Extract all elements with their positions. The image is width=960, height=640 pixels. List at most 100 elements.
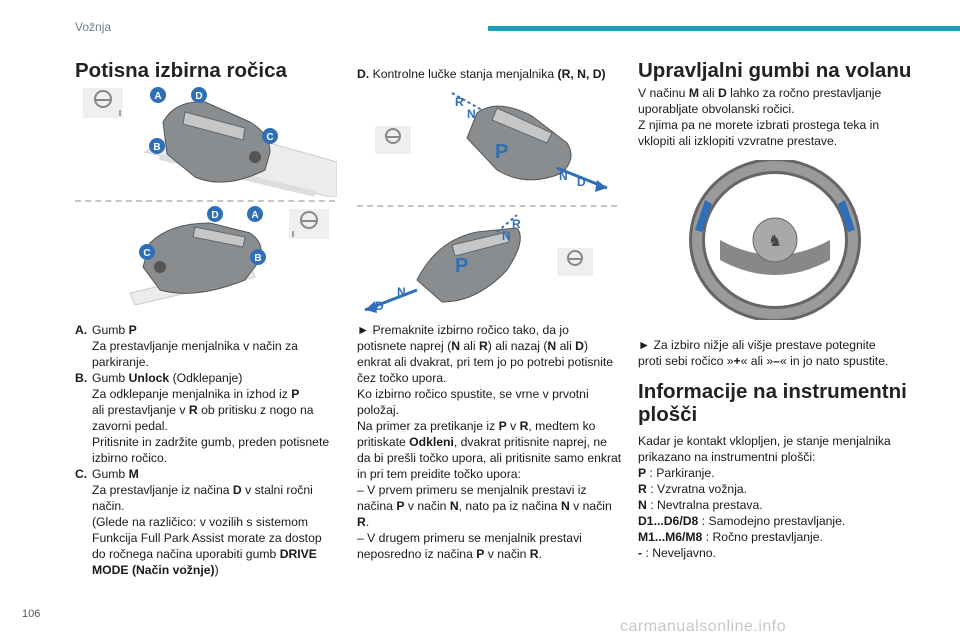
text-run: Funkcija Full Park Assist morate za dost… <box>92 531 322 545</box>
legend-item-d: D. Kontrolne lučke stanja menjalnika (R,… <box>357 66 627 82</box>
text-run: proti sebi ročico » <box>638 354 734 368</box>
text-line: potisnete naprej (N ali R) ali nazaj (N … <box>357 338 632 354</box>
text-line: - : Neveljavno. <box>638 545 928 561</box>
text-run: : Ročno prestavljanje. <box>702 530 823 544</box>
text-run: ) <box>214 563 219 577</box>
running-header: Vožnja <box>75 20 112 34</box>
text-run: ob pritisku z nogo na <box>197 403 314 417</box>
text-run: izbirno ročico. <box>92 451 168 465</box>
text-run: « ali » <box>740 354 774 368</box>
steering-wheel-pictogram-icon <box>375 126 411 154</box>
text-run: parkiranje. <box>92 355 149 369</box>
text-line: načina P v način N, nato pa iz načina N … <box>357 498 632 514</box>
text-run: ali prestavljanje v <box>92 403 189 417</box>
text-run: (Glede na različico: v vozilih s sistemo… <box>92 515 309 529</box>
bold-run: R <box>529 547 539 561</box>
legend-letter: C. <box>75 467 88 481</box>
text-line: Kadar je kontakt vklopljen, je stanje me… <box>638 433 928 449</box>
text-run: v način <box>484 547 530 561</box>
bold-run: P <box>498 419 507 433</box>
text-run: zavorni pedal. <box>92 419 168 433</box>
text-run: ali <box>698 86 718 100</box>
gear-glyph: R <box>512 217 521 231</box>
text-line: V načinu M ali D lahko za ročno prestavl… <box>638 85 928 101</box>
text-run: Za prestavljanje menjalnika v način za <box>92 339 298 353</box>
bold-run: - <box>638 546 643 560</box>
bold-run: N <box>547 339 557 353</box>
text-line: in pri tem preidite točko upora: <box>357 466 632 482</box>
title-line: plošči <box>638 402 698 426</box>
text-line: pritiskate Odkleni, dvakrat pritisnite n… <box>357 434 632 450</box>
gear-glyph: N <box>467 107 476 121</box>
text-line: Za prestavljanje iz načina D v stalni ro… <box>92 482 340 498</box>
bold-run: Odkleni <box>409 435 454 449</box>
bold-run: R <box>519 419 529 433</box>
text-line: čez točko upora. <box>357 370 632 386</box>
legend-letter: B. <box>75 371 88 385</box>
legend-letter: A. <box>75 323 88 337</box>
figure-divider <box>357 205 617 207</box>
text-line: način. <box>92 498 340 514</box>
text-run: ) ali nazaj ( <box>487 339 548 353</box>
text-line: Gumb Unlock (Odklepanje) <box>92 370 340 386</box>
gear-glyph: N <box>559 169 568 183</box>
badge-label: A <box>154 91 161 102</box>
text-run: do ročnega načina uporabiti gumb <box>92 547 280 561</box>
text-line: izbirno ročico. <box>92 450 340 466</box>
text-run: vklopiti ali izklopiti vzvratne prestave… <box>638 134 838 148</box>
text-line: – V drugem primeru se menjalnik prestavi <box>357 530 632 546</box>
page-number: 106 <box>22 608 41 620</box>
text-line: Funkcija Full Park Assist morate za dost… <box>92 530 340 546</box>
text-line: zavorni pedal. <box>92 418 340 434</box>
text-line: Za prestavljanje menjalnika v način za <box>92 338 340 354</box>
bold-run: N <box>560 499 570 513</box>
text-line: Na primer za pretikanje iz P v R, medtem… <box>357 418 632 434</box>
text-run: ► Premaknite izbirno ročico tako, da jo <box>357 323 569 337</box>
text-run: lahko za ročno prestavljanje <box>726 86 882 100</box>
text-run: Gumb <box>92 323 129 337</box>
bold-run: D <box>575 339 584 353</box>
text-run: Gumb <box>92 467 129 481</box>
bold-run: – <box>773 354 780 368</box>
steering-wheel-pictogram-icon <box>289 209 329 239</box>
gear-glyph: D <box>577 175 586 189</box>
text-line: MODE (Način vožnje)) <box>92 562 340 578</box>
text-line: do ročnega načina uporabiti gumb DRIVE <box>92 546 340 562</box>
text-run: v način <box>404 499 450 513</box>
legend-d-text: D. Kontrolne lučke stanja menjalnika (R,… <box>357 66 627 82</box>
gear-lever-figure-bottom: D A C B <box>129 206 329 306</box>
section-title-instrument-panel: Informacije na instrumentni plošči <box>638 380 907 426</box>
text-line: položaj. <box>357 402 632 418</box>
section-title-gear-lever: Potisna izbirna ročica <box>75 59 287 82</box>
text-run: v način <box>569 499 612 513</box>
text-run: . <box>365 515 370 529</box>
paddles-intro: V načinu M ali D lahko za ročno prestavl… <box>638 85 928 149</box>
text-run: : Nevtralna prestava. <box>646 498 763 512</box>
gear-glyph: D <box>375 299 384 313</box>
bold-run: (R, N, D) <box>557 67 606 81</box>
bold-run: N <box>638 498 647 512</box>
gear-glyph: N <box>397 285 406 299</box>
text-line: enkrat ali dvakrat, pri tem jo po potreb… <box>357 354 632 370</box>
bold-run: M1...M6/M8 <box>638 530 703 544</box>
text-run: Za prestavljanje iz načina <box>92 483 233 497</box>
title-line: Informacije na instrumentni <box>638 380 907 403</box>
figure-badges-top: A D C B <box>149 87 278 154</box>
text-run: neposredno iz načina <box>357 547 477 561</box>
text-run: Ko izbirno ročico spustite, se vrne v pr… <box>357 387 589 401</box>
bold-run: DRIVE <box>279 547 317 561</box>
bold-run: D1...D6/D8 <box>638 514 699 528</box>
bold-run: MODE (Način vožnje) <box>92 563 215 577</box>
text-run: položaj. <box>357 403 400 417</box>
text-line: ► Za izbiro nižje ali višje prestave pot… <box>638 337 928 353</box>
text-run: – V prvem primeru se menjalnik prestavi … <box>357 483 587 497</box>
bold-run: + <box>733 354 741 368</box>
text-run: Z njima pa ne morete izbrati prostega te… <box>638 118 880 132</box>
text-run: (Odklepanje) <box>169 371 243 385</box>
badge-label: B <box>153 142 160 153</box>
text-run: enkrat ali dvakrat, pri tem jo po potreb… <box>357 355 614 369</box>
badge-label: D <box>211 210 218 221</box>
text-run: ali <box>460 339 479 353</box>
